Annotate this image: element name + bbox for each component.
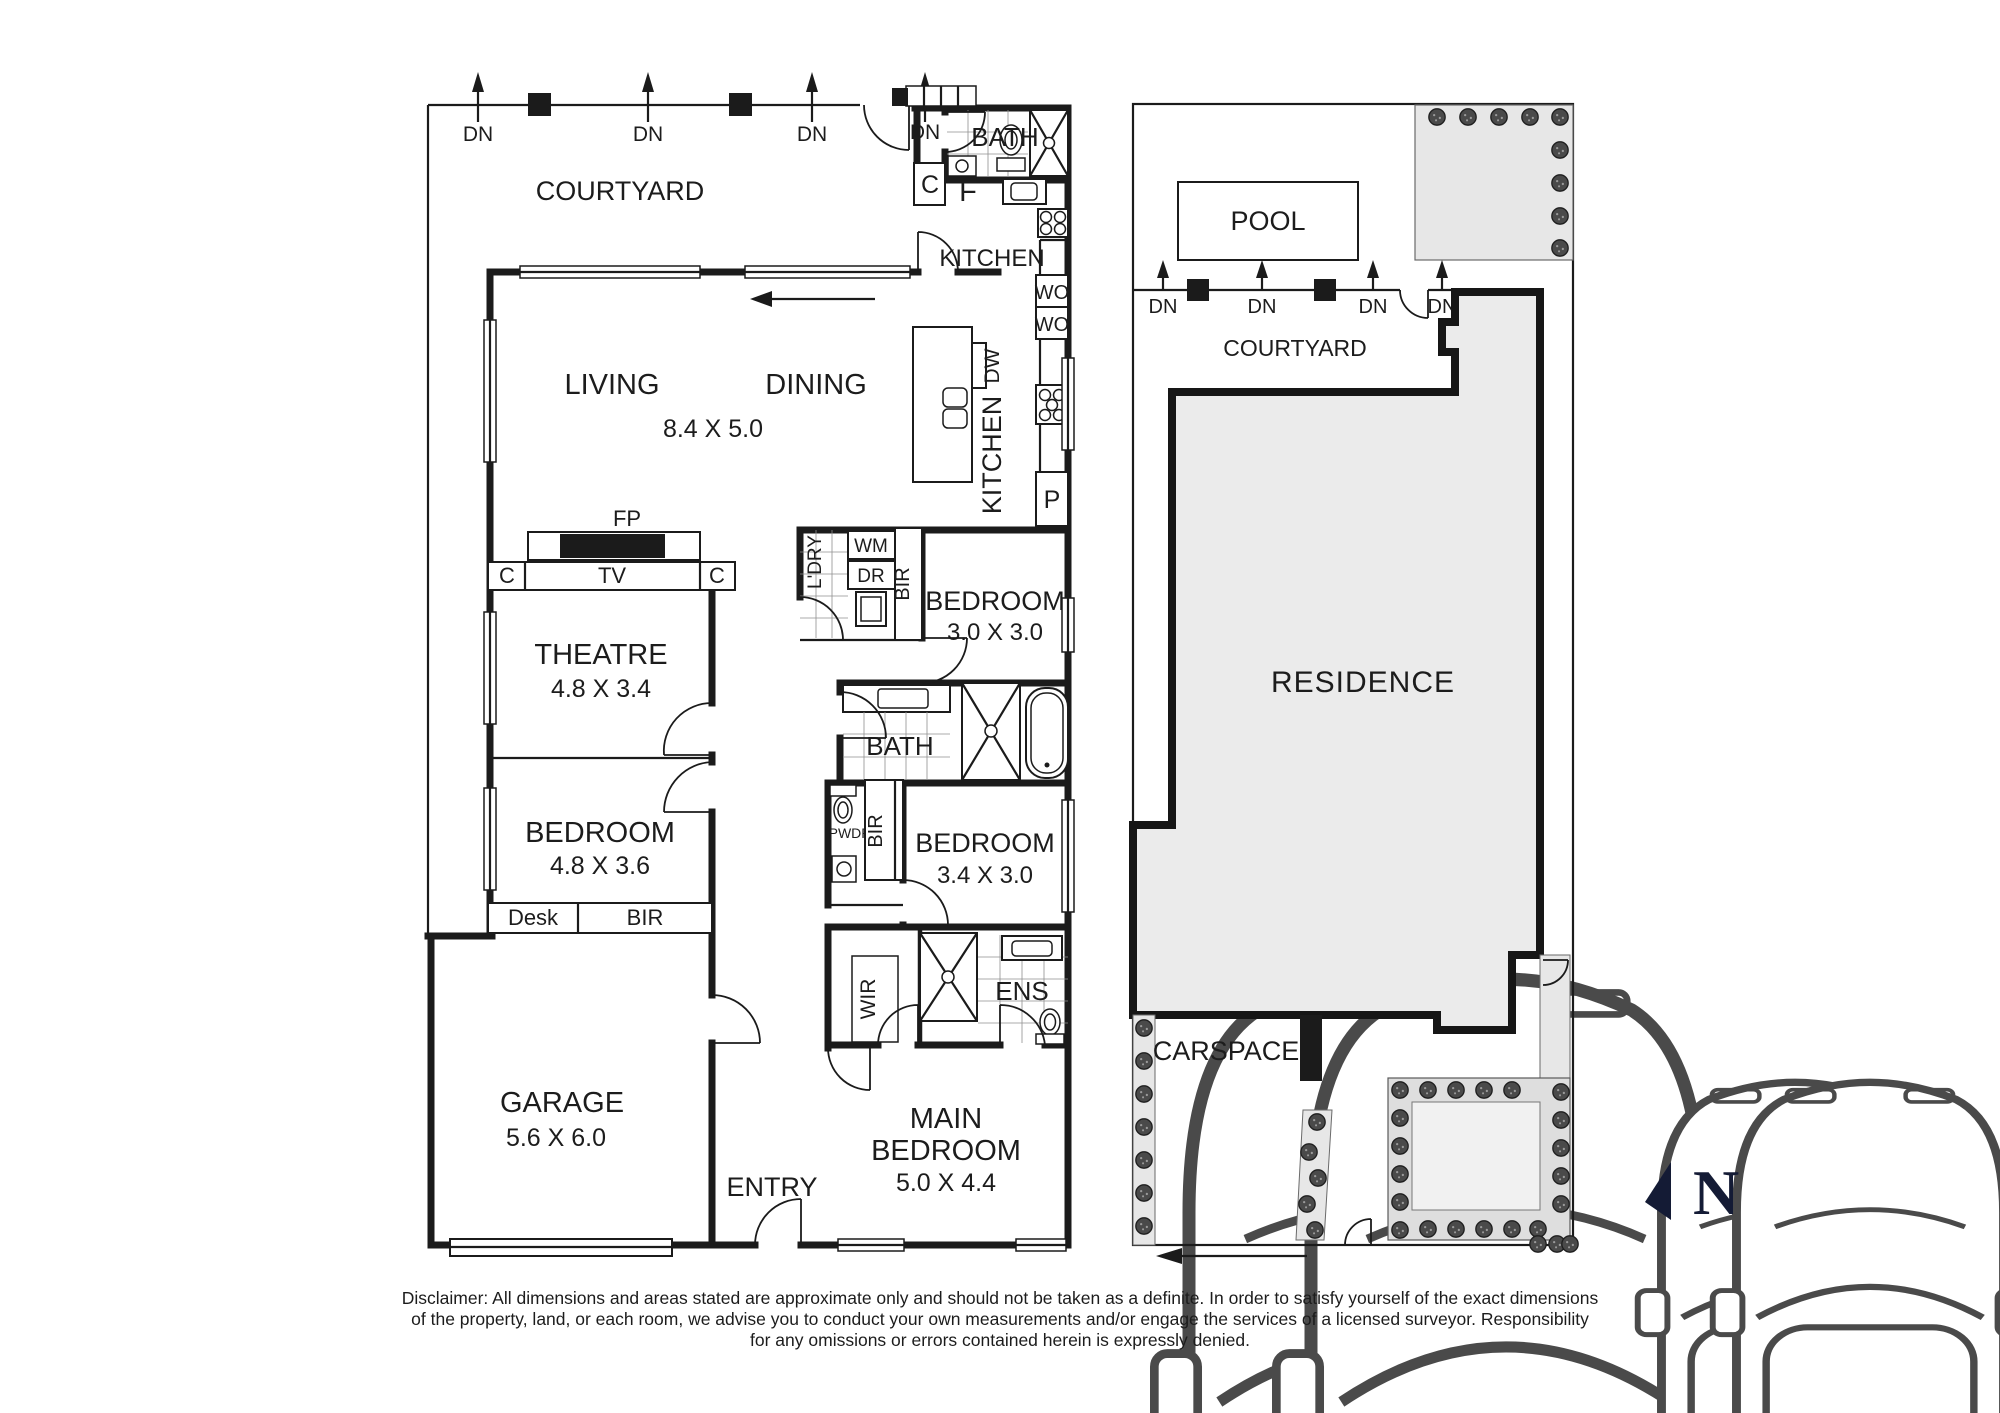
cupboard-label: C [921,171,939,199]
carspace-label: CARSPACE [1153,1036,1300,1066]
bedroom-label: BEDROOM [915,828,1055,858]
bathroom-top: BATH C F [913,109,1069,208]
residence-label: RESIDENCE [1271,666,1455,699]
bathroom-main: BATH [839,682,1069,781]
garden-bed-rear [1387,954,1579,1253]
disclaimer-line3: for any omissions or errors contained he… [750,1330,1250,1350]
cupboard-label: C [709,563,725,588]
bedroom-label: BEDROOM [525,817,675,849]
laundry: WM DR BIR L'DRY [799,527,923,641]
site-boundary [1131,102,1575,1247]
wir: WIR [851,955,919,1046]
washer-label: WM [854,536,888,557]
site-plan: POOL DN DN DN DN COURTYARD RESIDENCE [1129,102,2000,1413]
ensuite: ENS [919,932,1068,1046]
north-arrow-icon [1645,1162,1671,1220]
bedroom-label: BEDROOM [925,586,1065,616]
theatre: THEATRE 4.8 X 3.4 [534,639,713,756]
main-label: MAIN [910,1103,983,1135]
entry-label: ENTRY [726,1172,817,1202]
wir-label: WIR [857,979,880,1020]
bedroom3-size: 3.0 X 3.0 [947,619,1043,646]
pool-label: POOL [1230,206,1305,236]
residence: RESIDENCE [1129,288,1544,1034]
kitchen-label: KITCHEN [939,245,1044,272]
powder-label: PWDR [829,825,872,841]
dn-label: DN [1428,296,1457,318]
windows [483,265,1075,1252]
north-label: N [1693,1157,1739,1228]
ensuite-label: ENS [995,976,1048,1006]
site-courtyard: DN DN DN DN COURTYARD [1133,260,1456,361]
entry: ENTRY [726,1172,818,1246]
dn-label: DN [910,121,940,144]
bedroom-3: BEDROOM 3.0 X 3.0 [921,586,1065,684]
dn-label: DN [633,123,663,146]
north-indicator: N [1645,1157,1739,1228]
dryer-label: DR [857,566,884,587]
disclaimer-line2: of the property, land, or each room, we … [411,1309,1589,1329]
garage-size: 5.6 X 6.0 [506,1124,606,1152]
dining-label: DINING [765,369,867,401]
wall-oven-label: WO [1035,314,1069,336]
tv-label: TV [598,563,626,588]
fireplace-label: FP [613,506,641,531]
living-dining-size: 8.4 X 5.0 [663,415,763,443]
robe-label: BIR [892,567,914,600]
laundry-label: L'DRY [805,535,826,589]
bath-label: BATH [971,122,1038,152]
main-bedroom-size: 5.0 X 4.4 [896,1169,996,1197]
bedroom-4: BIR BEDROOM 3.4 X 3.0 [864,779,1055,926]
dn-label: DN [1149,296,1178,318]
dn-label: DN [1359,296,1388,318]
garage: GARAGE 5.6 X 6.0 [449,979,1736,1413]
theatre-label: THEATRE [534,639,667,671]
garage-label: GARAGE [500,1087,624,1119]
kitchen-vertical-label: KITCHEN [977,396,1007,515]
courtyard-label: COURTYARD [536,176,705,206]
dishwasher-label: DW [981,348,1004,383]
dn-label: DN [797,123,827,146]
dn-label: DN [463,123,493,146]
fireplace-tv-wall: FP C TV C [487,506,736,591]
residence-outline [1129,288,1544,1034]
living-dining: LIVING DINING 8.4 X 5.0 [564,291,875,443]
main-bedroom: MAIN BEDROOM 5.0 X 4.4 [827,1047,1021,1197]
courtyard-stairs: DN DN DN DN COURTYARD [463,72,977,206]
cupboard-label: C [499,563,515,588]
courtyard-label: COURTYARD [1223,335,1367,361]
carspace: CARSPACE [1132,1014,2000,1413]
bedroom2-size: 4.8 X 3.6 [550,852,650,880]
theatre-size: 4.8 X 3.4 [551,675,651,703]
living-label: LIVING [564,369,659,401]
pool: POOL [1177,181,1359,261]
bedroom4-size: 3.4 X 3.0 [937,862,1033,889]
floor-plan: DN DN DN DN COURTYARD BATH C F KITCHEN [424,72,1736,1413]
desk-label: Desk [508,905,559,930]
disclaimer-line1: Disclaimer: All dimensions and areas sta… [402,1288,1599,1308]
wall-oven-label: WO [1035,282,1069,304]
fridge-label: F [959,176,977,208]
robe-label: BIR [865,814,887,847]
bath-label: BATH [866,731,933,761]
bedroom-2: BEDROOM 4.8 X 3.6 Desk BIR [487,761,713,934]
garden-bed-top [1414,104,1574,261]
robe-label: BIR [627,905,664,930]
pantry-label: P [1044,486,1061,514]
disclaimer: Disclaimer: All dimensions and areas sta… [402,1288,1599,1350]
dn-label: DN [1248,296,1277,318]
kitchen: KITCHEN WO WO P DW KITCHEN [912,178,1069,527]
bedroom-label: BEDROOM [871,1135,1021,1167]
powder-room: PWDR [829,784,872,883]
